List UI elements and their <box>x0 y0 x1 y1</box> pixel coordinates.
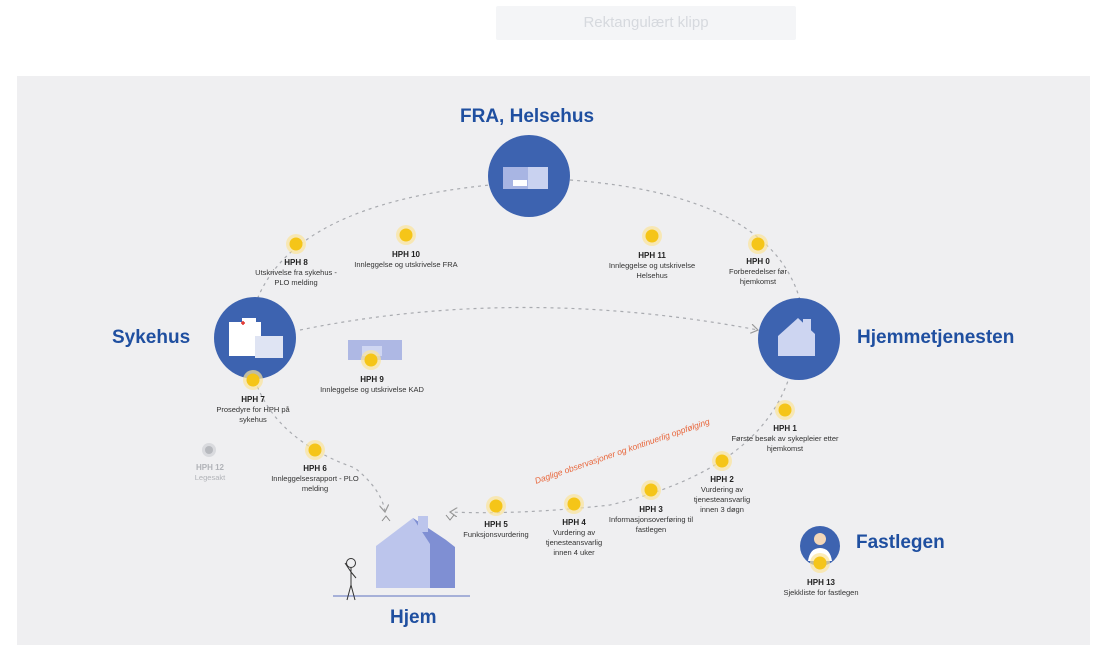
step-desc: Informasjonsoverføring til fastlegen <box>608 515 694 534</box>
step-code: HPH 11 <box>638 251 666 260</box>
person-figure <box>344 558 357 601</box>
step-desc: Innleggelse og utskrivelse FRA <box>354 260 458 269</box>
step-desc: Forberedelser før hjemkomst <box>729 267 787 286</box>
step-desc: Første besøk av sykepleier etter hjemkom… <box>731 434 839 453</box>
step-code: HPH 8 <box>284 258 308 267</box>
title-hjemmetjenesten: Hjemmetjenesten <box>857 327 1015 348</box>
step-hph-13: HPH 13 Sjekkliste for fastlegen <box>775 578 867 598</box>
step-hph-1: HPH 1 Første besøk av sykepleier etter h… <box>730 424 840 454</box>
step-desc: Innleggelsesrapport - PLO melding <box>271 474 359 493</box>
flow-paths <box>254 179 801 513</box>
marker-hph-9 <box>361 350 381 370</box>
step-code: HPH 12 <box>195 463 224 472</box>
step-hph-12: HPH 12 Legesakt <box>182 463 238 483</box>
title-fra-helsehus: FRA, Helsehus <box>460 106 595 127</box>
title-hjem: Hjem <box>390 607 437 628</box>
hjemmetjenesten-hub <box>758 298 840 380</box>
title-sykehus: Sykehus <box>112 327 191 348</box>
step-code: HPH 3 <box>639 505 663 514</box>
step-hph-11: HPH 11 Innleggelse og utskrivelse Helseh… <box>598 251 706 281</box>
title-fastlegen: Fastlegen <box>856 532 945 553</box>
marker-hph-10 <box>396 225 416 245</box>
snipping-mode-label: Rektangulært klipp <box>583 14 709 31</box>
step-code: HPH 2 <box>710 475 734 484</box>
step-desc: Innleggelse og utskrivelse Helsehus <box>608 261 696 280</box>
marker-hph-11 <box>642 226 662 246</box>
marker-hph-0 <box>748 234 768 254</box>
snipping-toolbar[interactable]: Rektangulært klipp <box>496 6 796 40</box>
marker-hph-1 <box>775 400 795 420</box>
step-hph-10: HPH 10 Innleggelse og utskrivelse FRA <box>352 250 460 270</box>
step-desc: Prosedyre for HPH på sykehus <box>216 405 290 424</box>
hjem-house <box>333 514 470 597</box>
marker-hph-5 <box>486 496 506 516</box>
step-code: HPH 1 <box>773 424 797 433</box>
step-hph-6: HPH 6 Innleggelsesrapport - PLO melding <box>268 464 362 494</box>
path-sykehus-hjemmetjenesten <box>299 306 758 331</box>
step-code: HPH 9 <box>360 375 384 384</box>
step-code: HPH 7 <box>241 395 265 404</box>
marker-hph-6 <box>305 440 325 460</box>
step-code: HPH 6 <box>303 464 327 473</box>
doctor-avatar <box>800 526 840 566</box>
step-hph-0: HPH 0 Forberedelser før hjemkomst <box>718 257 798 287</box>
step-hph-9: HPH 9 Innleggelse og utskrivelse KAD <box>318 375 426 395</box>
step-desc: Sjekkliste for fastlegen <box>783 588 859 597</box>
step-code: HPH 0 <box>746 257 770 266</box>
step-hph-3: HPH 3 Informasjonsoverføring til fastleg… <box>600 505 702 535</box>
step-desc: Utskrivelse fra sykehus - PLO melding <box>255 268 337 287</box>
path-sykehus-fra <box>254 184 491 306</box>
marker-hph-4 <box>564 494 584 514</box>
step-hph-2: HPH 2 Vurdering av tjenesteansvarlig inn… <box>686 475 758 515</box>
path-fra-hjemmetjenesten <box>569 179 801 301</box>
step-hph-4: HPH 4 Vurdering av tjenesteansvarlig inn… <box>538 518 610 558</box>
marker-hph-13 <box>810 553 830 573</box>
step-code: HPH 10 <box>391 250 420 259</box>
step-hph-5: HPH 5 Funksjonsvurdering <box>455 520 537 540</box>
step-code: HPH 13 <box>806 578 835 587</box>
step-desc: Vurdering av tjenesteansvarlig innen 4 u… <box>545 528 603 557</box>
marker-hph-2 <box>712 451 732 471</box>
step-hph-7: HPH 7 Prosedyre for HPH på sykehus <box>214 395 292 425</box>
marker-hph-3 <box>641 480 661 500</box>
marker-hph-7 <box>243 370 263 390</box>
step-hph-8: HPH 8 Utskrivelse fra sykehus - PLO meld… <box>250 258 342 288</box>
sykehus-hub <box>214 297 296 379</box>
marker-hph-8 <box>286 234 306 254</box>
fra-helsehus-hub <box>488 135 570 217</box>
step-code: HPH 5 <box>484 520 508 529</box>
step-desc: Funksjonsvurdering <box>463 530 529 539</box>
step-desc: Vurdering av tjenesteansvarlig innen 3 d… <box>693 485 751 514</box>
step-code: HPH 4 <box>562 518 586 527</box>
step-desc: Innleggelse og utskrivelse KAD <box>320 385 424 394</box>
step-desc: Legesakt <box>194 473 226 482</box>
